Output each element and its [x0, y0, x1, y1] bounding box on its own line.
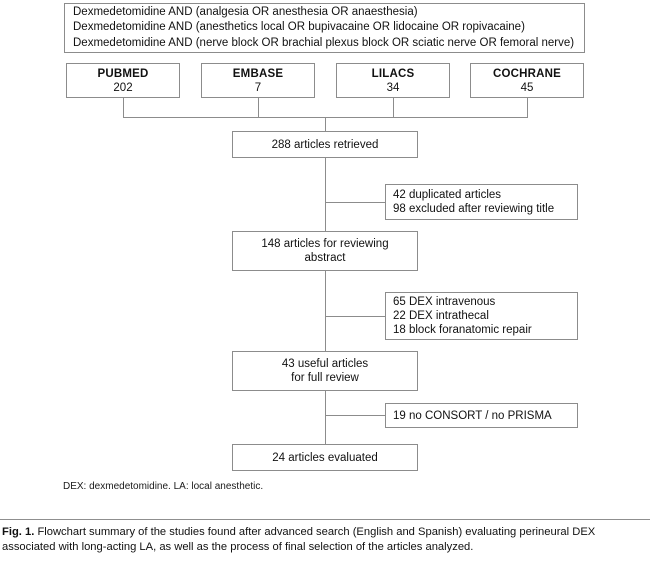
- database-name-cochrane: COCHRANE: [492, 67, 562, 80]
- exclusion-line: 22 DEX intrathecal: [393, 310, 489, 322]
- step-line: 148 articles for reviewing: [261, 238, 389, 250]
- database-name-lilacs: LILACS: [371, 67, 415, 80]
- connector-branch-exclusion-1: [325, 202, 385, 203]
- exclusion-line: 18 block foranatomic repair: [393, 324, 532, 336]
- step-line: 288 articles retrieved: [271, 138, 379, 151]
- exclusion-box-dex-routes: 65 DEX intravenous 22 DEX intrathecal 18…: [385, 292, 578, 340]
- step-line: 24 articles evaluated: [272, 451, 378, 464]
- database-box-cochrane: COCHRANE 45: [470, 63, 584, 98]
- search-query-box: Dexmedetomidine AND (analgesia OR anesth…: [64, 3, 585, 53]
- connector-cochrane-drop: [527, 98, 528, 117]
- step-box-articles-retrieved: 288 articles retrieved: [232, 131, 418, 158]
- exclusion-line: 19 no CONSORT / no PRISMA: [393, 409, 552, 422]
- search-query-line-3: Dexmedetomidine AND (nerve block OR brac…: [73, 36, 575, 49]
- step-box-articles-evaluated: 24 articles evaluated: [232, 444, 418, 471]
- connector-pubmed-drop: [123, 98, 124, 117]
- step-line: for full review: [291, 372, 359, 384]
- connector-branch-exclusion-3: [325, 415, 385, 416]
- connector-embase-drop: [258, 98, 259, 117]
- figure-caption: Fig. 1. Flowchart summary of the studies…: [2, 525, 648, 554]
- exclusion-box-duplicates-titles: 42 duplicated articles 98 excluded after…: [385, 184, 578, 220]
- step-line: abstract: [304, 252, 346, 264]
- exclusion-line: 65 DEX intravenous: [393, 296, 496, 308]
- connector-abstract-to-useful: [325, 271, 326, 351]
- database-count-embase: 7: [254, 81, 262, 94]
- database-box-lilacs: LILACS 34: [336, 63, 450, 98]
- connector-branch-exclusion-2: [325, 316, 385, 317]
- connector-merge-to-retrieved: [325, 117, 326, 131]
- exclusion-box-no-consort-prisma: 19 no CONSORT / no PRISMA: [385, 403, 578, 428]
- exclusion-line: 98 excluded after reviewing title: [393, 203, 555, 215]
- step-box-reviewing-abstract: 148 articles for reviewing abstract: [232, 231, 418, 271]
- caption-divider: [0, 519, 650, 520]
- search-query-line-1: Dexmedetomidine AND (analgesia OR anesth…: [73, 6, 418, 19]
- database-box-embase: EMBASE 7: [201, 63, 315, 98]
- database-count-cochrane: 45: [520, 81, 534, 94]
- database-count-pubmed: 202: [113, 81, 133, 94]
- database-count-lilacs: 34: [386, 81, 400, 94]
- exclusion-line: 42 duplicated articles: [393, 189, 502, 201]
- connector-retrieved-to-abstract: [325, 158, 326, 231]
- connector-lilacs-drop: [393, 98, 394, 117]
- abbreviations-footnote: DEX: dexmedetomidine. LA: local anesthet…: [63, 481, 264, 492]
- connector-useful-to-evaluated: [325, 391, 326, 444]
- search-query-line-2: Dexmedetomidine AND (anesthetics local O…: [73, 21, 525, 34]
- database-name-embase: EMBASE: [232, 67, 284, 80]
- database-name-pubmed: PUBMED: [97, 67, 149, 80]
- database-box-pubmed: PUBMED 202: [66, 63, 180, 98]
- step-box-useful-articles: 43 useful articles for full review: [232, 351, 418, 391]
- figure-caption-label: Fig. 1.: [2, 526, 35, 538]
- step-line: 43 useful articles: [281, 358, 369, 370]
- figure-caption-text: Flowchart summary of the studies found a…: [2, 526, 596, 553]
